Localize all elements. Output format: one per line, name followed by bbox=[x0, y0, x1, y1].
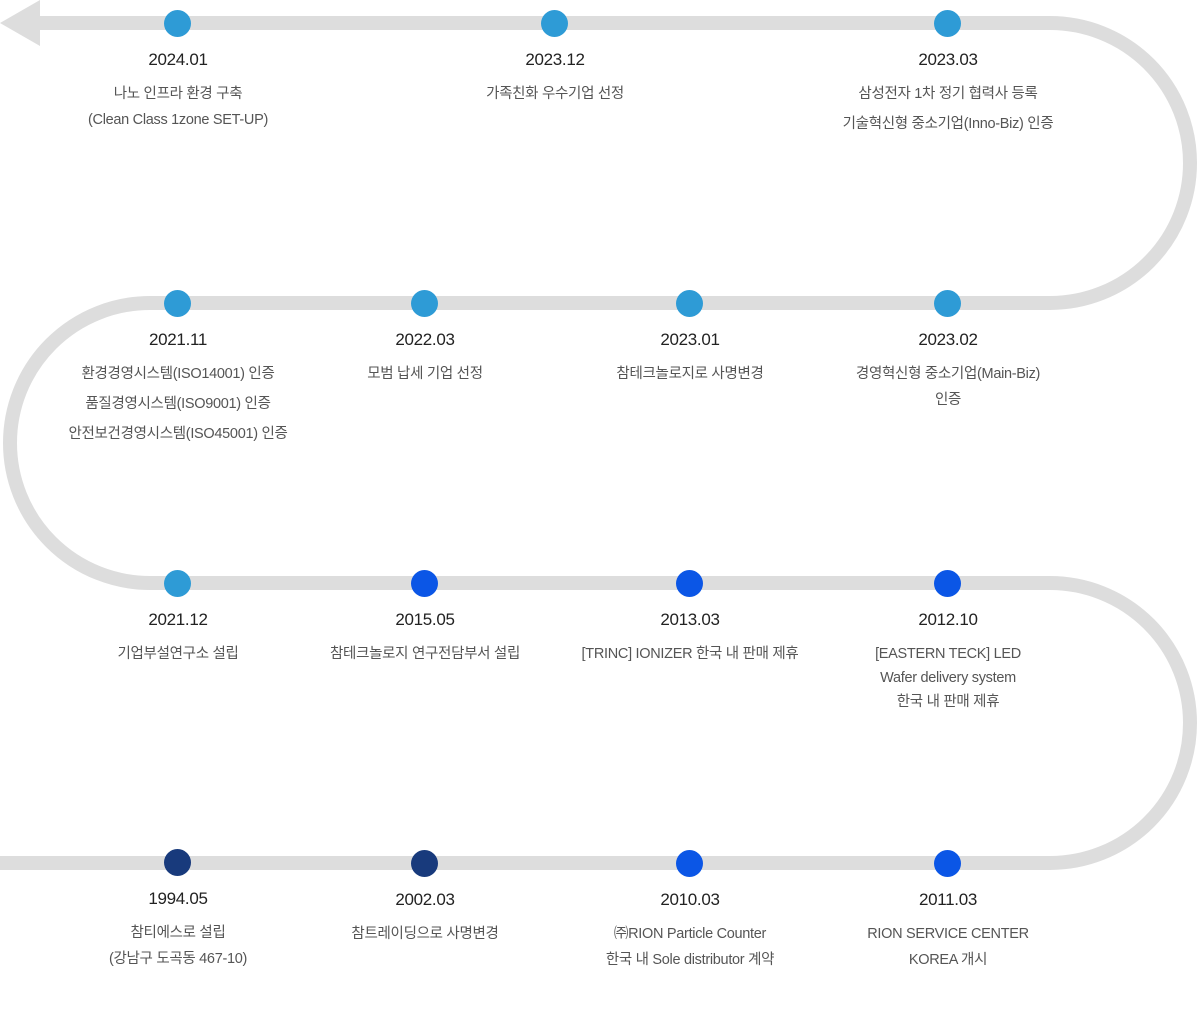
event-date: 2021.12 bbox=[148, 609, 208, 629]
event-date: 2023.01 bbox=[660, 329, 720, 349]
event-description-line: 삼성전자 1차 정기 협력사 등록 bbox=[858, 85, 1038, 102]
event-description-line: 한국 내 판매 제휴 bbox=[896, 693, 1000, 710]
event-date: 2012.10 bbox=[918, 609, 978, 629]
event-description-line: 나노 인프라 환경 구축 bbox=[113, 85, 243, 102]
event-date: 2010.03 bbox=[660, 889, 720, 909]
timeline-dot bbox=[676, 849, 703, 877]
timeline-dot bbox=[934, 569, 961, 597]
event-description-line: (강남구 도곡동 467-10) bbox=[108, 950, 248, 967]
timeline-dot bbox=[934, 849, 961, 877]
event-description-line: 모범 납세 기업 선정 bbox=[367, 365, 483, 382]
event-description-line: 환경경영시스템(ISO14001) 인증 bbox=[81, 365, 275, 382]
event-description: 나노 인프라 환경 구축 (Clean Class 1zone SET-UP) bbox=[48, 86, 308, 133]
event-description-line: 기술혁신형 중소기업(Inno-Biz) 인증 bbox=[842, 115, 1054, 132]
event-date: 2023.03 bbox=[918, 49, 978, 69]
event-date: 2015.05 bbox=[395, 609, 455, 629]
timeline-dot bbox=[411, 569, 438, 597]
event-description-line: 참티에스로 설립 bbox=[130, 924, 226, 941]
timeline-dot bbox=[541, 9, 568, 37]
event-description-line: 참테크놀로지로 사명변경 bbox=[616, 365, 764, 382]
event-date: 2021.11 bbox=[148, 329, 208, 349]
event-description: RION SERVICE CENTER KOREA 개시 bbox=[818, 926, 1078, 973]
event-description: 참테크놀로지 연구전담부서 설립 bbox=[295, 646, 555, 667]
timeline-dot bbox=[411, 849, 438, 877]
event-date: 2023.02 bbox=[918, 329, 978, 349]
timeline-dot bbox=[676, 569, 703, 597]
timeline-dot bbox=[164, 9, 191, 37]
event-description: 참테크놀로지로 사명변경 bbox=[560, 366, 820, 387]
event-date: 2011.03 bbox=[918, 889, 978, 909]
event-description-line: 가족친화 우수기업 선정 bbox=[486, 85, 624, 102]
event-description: 참트레이딩으로 사명변경 bbox=[295, 926, 555, 947]
event-date: 1994.05 bbox=[148, 888, 208, 908]
event-date: 2013.03 bbox=[660, 609, 720, 629]
timeline-dot bbox=[934, 9, 961, 37]
event-description: 기업부설연구소 설립 bbox=[48, 646, 308, 667]
event-description-line: 참테크놀로지 연구전담부서 설립 bbox=[329, 645, 521, 662]
event-description-line: 참트레이딩으로 사명변경 bbox=[351, 925, 499, 942]
timeline-dot bbox=[676, 289, 703, 317]
event-description-line: RION SERVICE CENTER bbox=[867, 925, 1029, 942]
event-date: 2023.12 bbox=[525, 49, 585, 69]
event-date: 2024.01 bbox=[148, 49, 208, 69]
event-description-line: (Clean Class 1zone SET-UP) bbox=[88, 111, 268, 128]
event-description: 모범 납세 기업 선정 bbox=[295, 366, 555, 387]
event-description-line: KOREA 개시 bbox=[908, 951, 988, 968]
timeline-path bbox=[0, 16, 1197, 870]
event-date: 2022.03 bbox=[395, 329, 455, 349]
event-description-line: [EASTERN TECK] LED bbox=[875, 645, 1021, 662]
event-description: ㈜RION Particle Counter 한국 내 Sole distribu… bbox=[560, 926, 820, 973]
event-description-line: 인증 bbox=[934, 391, 962, 408]
event-description: [TRINC] IONIZER 한국 내 판매 제휴 bbox=[560, 646, 820, 667]
event-description-line: [TRINC] IONIZER 한국 내 판매 제휴 bbox=[581, 645, 799, 662]
arrow-left-icon bbox=[0, 0, 40, 46]
event-description-line: 품질경영시스템(ISO9001) 인증 bbox=[85, 395, 271, 412]
timeline-dot bbox=[164, 569, 191, 597]
event-description-line: 기업부설연구소 설립 bbox=[117, 645, 239, 662]
event-description: 가족친화 우수기업 선정 bbox=[425, 86, 685, 107]
event-description: [EASTERN TECK] LED Wafer delivery system 한… bbox=[818, 646, 1078, 714]
timeline-dot bbox=[411, 289, 438, 317]
event-description: 경영혁신형 중소기업(Main-Biz) 인증 bbox=[818, 366, 1078, 413]
event-date: 2002.03 bbox=[395, 889, 455, 909]
timeline-dot bbox=[164, 289, 191, 317]
event-description-line: 경영혁신형 중소기업(Main-Biz) bbox=[855, 365, 1041, 382]
event-description-line: 한국 내 Sole distributor 계약 bbox=[605, 951, 775, 968]
event-description: 참티에스로 설립 (강남구 도곡동 467-10) bbox=[48, 925, 308, 972]
timeline-dot bbox=[934, 289, 961, 317]
event-description-line: 안전보건경영시스템(ISO45001) 인증 bbox=[68, 425, 288, 442]
timeline-dot bbox=[164, 848, 191, 876]
event-description-line: Wafer delivery system bbox=[880, 669, 1016, 686]
event-description-line: ㈜RION Particle Counter bbox=[613, 925, 767, 942]
